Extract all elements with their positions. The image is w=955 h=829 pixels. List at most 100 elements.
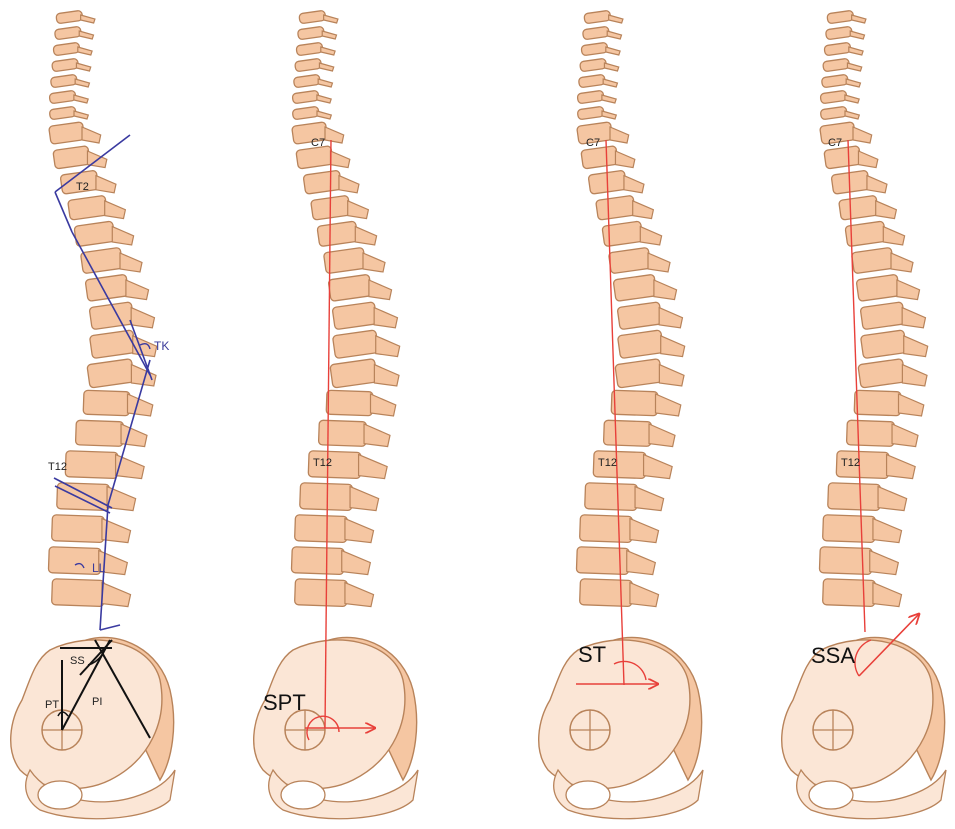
spinous-process bbox=[317, 111, 331, 119]
spinous-process bbox=[74, 111, 88, 119]
vertebral-body bbox=[577, 90, 604, 104]
vertebra bbox=[617, 302, 682, 330]
spinous-process bbox=[112, 227, 133, 245]
vertebral-body bbox=[52, 58, 79, 72]
vertebral-body bbox=[854, 390, 901, 416]
vertebral-body bbox=[823, 515, 876, 543]
vertebral-body bbox=[819, 547, 872, 575]
vertebral-body bbox=[295, 515, 348, 543]
spinous-process bbox=[317, 95, 331, 103]
vertebral-body bbox=[56, 10, 83, 24]
pi-label: PI bbox=[92, 696, 102, 708]
panel-spinal-parameters: T2TKT12LLSSPTPI bbox=[11, 10, 175, 818]
spinous-process bbox=[891, 253, 913, 272]
spinous-process bbox=[364, 424, 390, 447]
vertebra bbox=[296, 146, 350, 169]
spinous-process bbox=[96, 176, 116, 193]
vertebra bbox=[89, 302, 154, 330]
vertebral-body bbox=[858, 359, 906, 388]
vertebral-body bbox=[74, 221, 115, 247]
spinous-process bbox=[82, 127, 101, 143]
pelvis bbox=[539, 640, 690, 789]
vertebra bbox=[858, 359, 927, 388]
vertebra bbox=[311, 195, 369, 220]
vertebra bbox=[827, 10, 866, 24]
vertebra bbox=[54, 26, 93, 40]
spinous-process bbox=[656, 394, 681, 416]
vertebral-body bbox=[292, 106, 319, 120]
spinous-process bbox=[630, 519, 659, 543]
spinous-process bbox=[897, 280, 920, 300]
vertebra bbox=[295, 579, 374, 607]
spinous-process bbox=[640, 227, 661, 245]
spinous-process bbox=[654, 280, 677, 300]
vertebra bbox=[295, 58, 334, 72]
vertebra bbox=[52, 579, 131, 607]
vertebral-body bbox=[53, 42, 80, 56]
vertebral-body bbox=[65, 451, 118, 479]
spinous-process bbox=[350, 487, 379, 511]
vertebra bbox=[820, 90, 859, 104]
spine bbox=[539, 10, 703, 818]
spinous-process bbox=[867, 176, 887, 193]
vertebral-body bbox=[299, 10, 326, 24]
vertebra bbox=[860, 302, 925, 330]
vertebral-body bbox=[75, 420, 123, 446]
vertebral-body bbox=[580, 58, 607, 72]
vertebral-body bbox=[615, 359, 663, 388]
vertebra bbox=[292, 106, 331, 120]
spinous-process bbox=[105, 201, 126, 219]
spinous-process bbox=[75, 79, 89, 87]
spinous-process bbox=[321, 47, 335, 55]
vertebra bbox=[49, 122, 101, 145]
vertebra bbox=[326, 390, 396, 416]
vertebral-body bbox=[54, 26, 81, 40]
vertebral-body bbox=[856, 274, 900, 301]
st-label: ST bbox=[578, 642, 606, 667]
vertebra bbox=[297, 26, 336, 40]
spinous-process bbox=[845, 111, 859, 119]
spinous-process bbox=[376, 336, 400, 357]
spinous-process bbox=[847, 63, 861, 71]
vertebral-body bbox=[68, 195, 108, 220]
vertebral-body bbox=[581, 146, 618, 169]
vertebra bbox=[332, 330, 399, 359]
pelvis bbox=[11, 640, 162, 789]
panel-st: C7T12ST bbox=[539, 10, 703, 818]
vertebra bbox=[854, 390, 924, 416]
vertebra bbox=[300, 483, 379, 511]
obturator-foramen bbox=[38, 781, 82, 809]
vertebra bbox=[860, 330, 927, 359]
spinous-process bbox=[345, 519, 374, 543]
angle-line bbox=[100, 625, 120, 630]
vertebral-body bbox=[49, 122, 85, 145]
vertebra bbox=[820, 106, 859, 120]
vertebra bbox=[825, 26, 864, 40]
vertebral-body bbox=[820, 90, 847, 104]
vertebra bbox=[845, 221, 905, 247]
vertebral-body bbox=[300, 483, 353, 511]
vertebral-body bbox=[317, 221, 358, 247]
spinous-process bbox=[635, 487, 664, 511]
vertebral-body bbox=[303, 170, 342, 194]
spinous-process bbox=[627, 551, 656, 575]
spinous-process bbox=[610, 127, 629, 143]
vertebral-body bbox=[326, 390, 373, 416]
vertebra bbox=[85, 274, 148, 301]
vertebral-body bbox=[823, 579, 876, 607]
vertebral-body bbox=[50, 74, 77, 88]
vertebral-body bbox=[823, 58, 850, 72]
obturator-foramen bbox=[566, 781, 610, 809]
spinous-process bbox=[374, 365, 399, 386]
tk-label: TK bbox=[154, 339, 169, 353]
vertebra bbox=[577, 106, 616, 120]
spinous-process bbox=[853, 127, 872, 143]
spinous-process bbox=[850, 31, 864, 39]
vertebral-body bbox=[821, 74, 848, 88]
spinous-process bbox=[374, 308, 397, 328]
vertebra bbox=[48, 547, 127, 575]
vertebral-body bbox=[613, 274, 657, 301]
spinous-process bbox=[873, 583, 902, 607]
vertebra bbox=[577, 122, 629, 145]
vertebra bbox=[74, 221, 134, 247]
